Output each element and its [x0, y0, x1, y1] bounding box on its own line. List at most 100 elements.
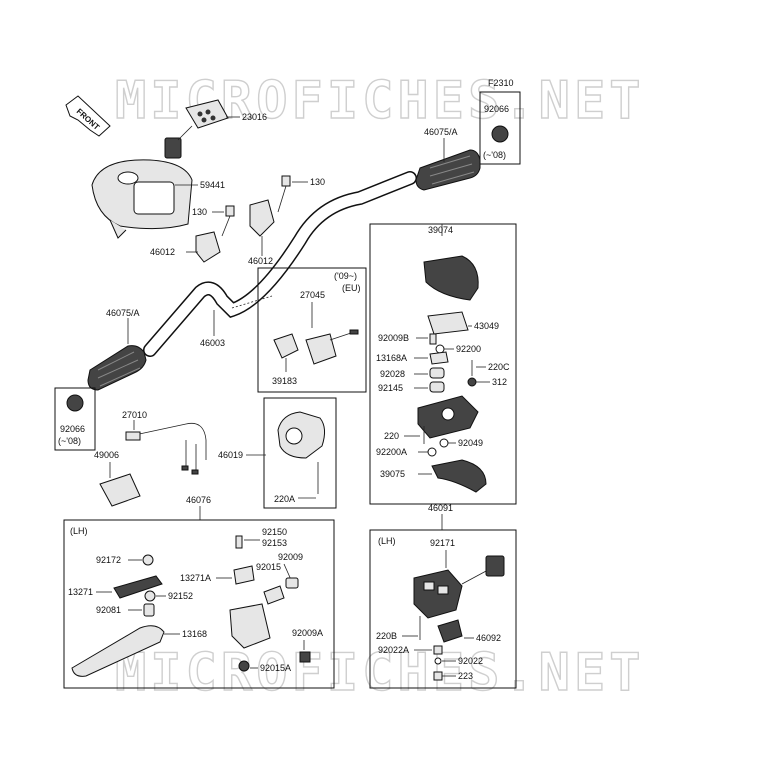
housing-case — [417, 395, 479, 439]
bolt-92009 — [285, 577, 299, 589]
label-92200a: 92200A — [376, 447, 407, 457]
washer-92022 — [434, 657, 442, 665]
screw-92009b — [429, 333, 437, 345]
label-39074: 39074 — [428, 225, 453, 235]
label-92066-top: 92066 — [484, 104, 509, 114]
box-46019 — [263, 397, 337, 509]
label-lh-left: (LH) — [70, 526, 88, 536]
holder-46012-left — [195, 231, 221, 263]
label-09-eu-1: ('09~) — [334, 271, 357, 281]
end-cap-92066-top — [491, 125, 509, 143]
label-lh-right: (LH) — [378, 536, 396, 546]
handlebar-46003 — [143, 171, 417, 357]
bushing-92028 — [429, 367, 445, 379]
label-92009b: 92009B — [378, 333, 409, 343]
label-130-left: 130 — [192, 207, 207, 217]
bolt-130-right — [277, 175, 291, 213]
label-312: 312 — [492, 377, 507, 387]
label-92049: 92049 — [458, 438, 483, 448]
label-46003: 46003 — [200, 338, 225, 348]
box-39074 — [369, 223, 517, 505]
lever-13168 — [71, 625, 165, 677]
lever-39075 — [431, 459, 487, 493]
watermark-bottom: MICROFICHES.NET — [115, 643, 645, 703]
label-220b: 220B — [376, 631, 397, 641]
housing-cover — [423, 255, 479, 301]
washer-92200 — [435, 344, 445, 354]
label-92015a: 92015A — [260, 663, 291, 673]
nut-312 — [467, 377, 477, 387]
box-92066-left — [54, 387, 96, 451]
end-cap-92066-left — [66, 394, 84, 412]
switch-23016 — [164, 99, 229, 159]
label-08-left: (~'08) — [58, 436, 81, 446]
label-39075: 39075 — [380, 469, 405, 479]
label-223: 223 — [458, 671, 473, 681]
lever-13271 — [113, 575, 163, 599]
label-92022: 92022 — [458, 656, 483, 666]
label-92028: 92028 — [380, 369, 405, 379]
lever-13271a — [233, 565, 255, 585]
box-46091 — [369, 529, 517, 689]
bolt-130-left — [221, 205, 235, 237]
label-130-right: 130 — [310, 177, 325, 187]
label-46075a-left: 46075/A — [106, 308, 140, 318]
label-08-top: (~'08) — [483, 150, 506, 160]
label-92081: 92081 — [96, 605, 121, 615]
label-27010: 27010 — [122, 410, 147, 420]
part-49006 — [99, 473, 141, 507]
box-46076 — [63, 519, 335, 689]
lever-46092 — [437, 619, 463, 643]
washer-92200a — [427, 447, 437, 457]
label-92153: 92153 — [262, 538, 287, 548]
label-92066-left: 92066 — [60, 424, 85, 434]
throttle-46019 — [277, 411, 326, 494]
label-46019: 46019 — [218, 450, 243, 460]
label-46091: 46091 — [428, 503, 453, 513]
screw-223 — [433, 671, 443, 681]
label-92022a: 92022A — [378, 645, 409, 655]
holder-46012-right — [249, 199, 275, 237]
label-27045: 27045 — [300, 290, 325, 300]
label-92171: 92171 — [430, 538, 455, 548]
label-220: 220 — [384, 431, 399, 441]
label-39183: 39183 — [272, 376, 297, 386]
label-59441: 59441 — [200, 180, 225, 190]
label-13168: 13168 — [182, 629, 207, 639]
label-46012-right: 46012 — [248, 256, 273, 266]
label-92200: 92200 — [456, 344, 481, 354]
label-92145: 92145 — [378, 383, 403, 393]
label-92150: 92150 — [262, 527, 287, 537]
label-92172: 92172 — [96, 555, 121, 565]
washer-92022a — [433, 645, 443, 655]
spring-92081 — [143, 603, 155, 617]
washer-92049 — [439, 438, 449, 448]
bolt-92150 — [235, 535, 243, 549]
spring-13168a — [429, 351, 449, 365]
label-220c: 220C — [488, 362, 510, 372]
label-09-eu-2: (EU) — [342, 283, 361, 293]
label-13271: 13271 — [68, 587, 93, 597]
screw-92172 — [142, 554, 154, 566]
label-13271a: 13271A — [180, 573, 211, 583]
bracket-39183 — [273, 333, 299, 359]
label-220a: 220A — [274, 494, 295, 504]
label-23016: 23016 — [242, 112, 267, 122]
label-46076: 46076 — [186, 495, 211, 505]
nut-92152 — [144, 590, 156, 602]
label-92009: 92009 — [278, 552, 303, 562]
figure-code: F2310 — [488, 78, 514, 88]
switch-27045 — [305, 329, 359, 365]
label-49006: 49006 — [94, 450, 119, 460]
grip-46075a-right — [415, 149, 481, 191]
cable-27010 — [125, 422, 207, 475]
box-eu-switch — [257, 267, 367, 393]
label-46092: 46092 — [476, 633, 501, 643]
nut-92015 — [263, 585, 285, 605]
cover-59441 — [91, 159, 193, 239]
label-13168a: 13168A — [376, 353, 407, 363]
spring-92145 — [429, 381, 445, 393]
label-46075a-top: 46075/A — [424, 127, 458, 137]
plate-43049 — [427, 311, 469, 335]
